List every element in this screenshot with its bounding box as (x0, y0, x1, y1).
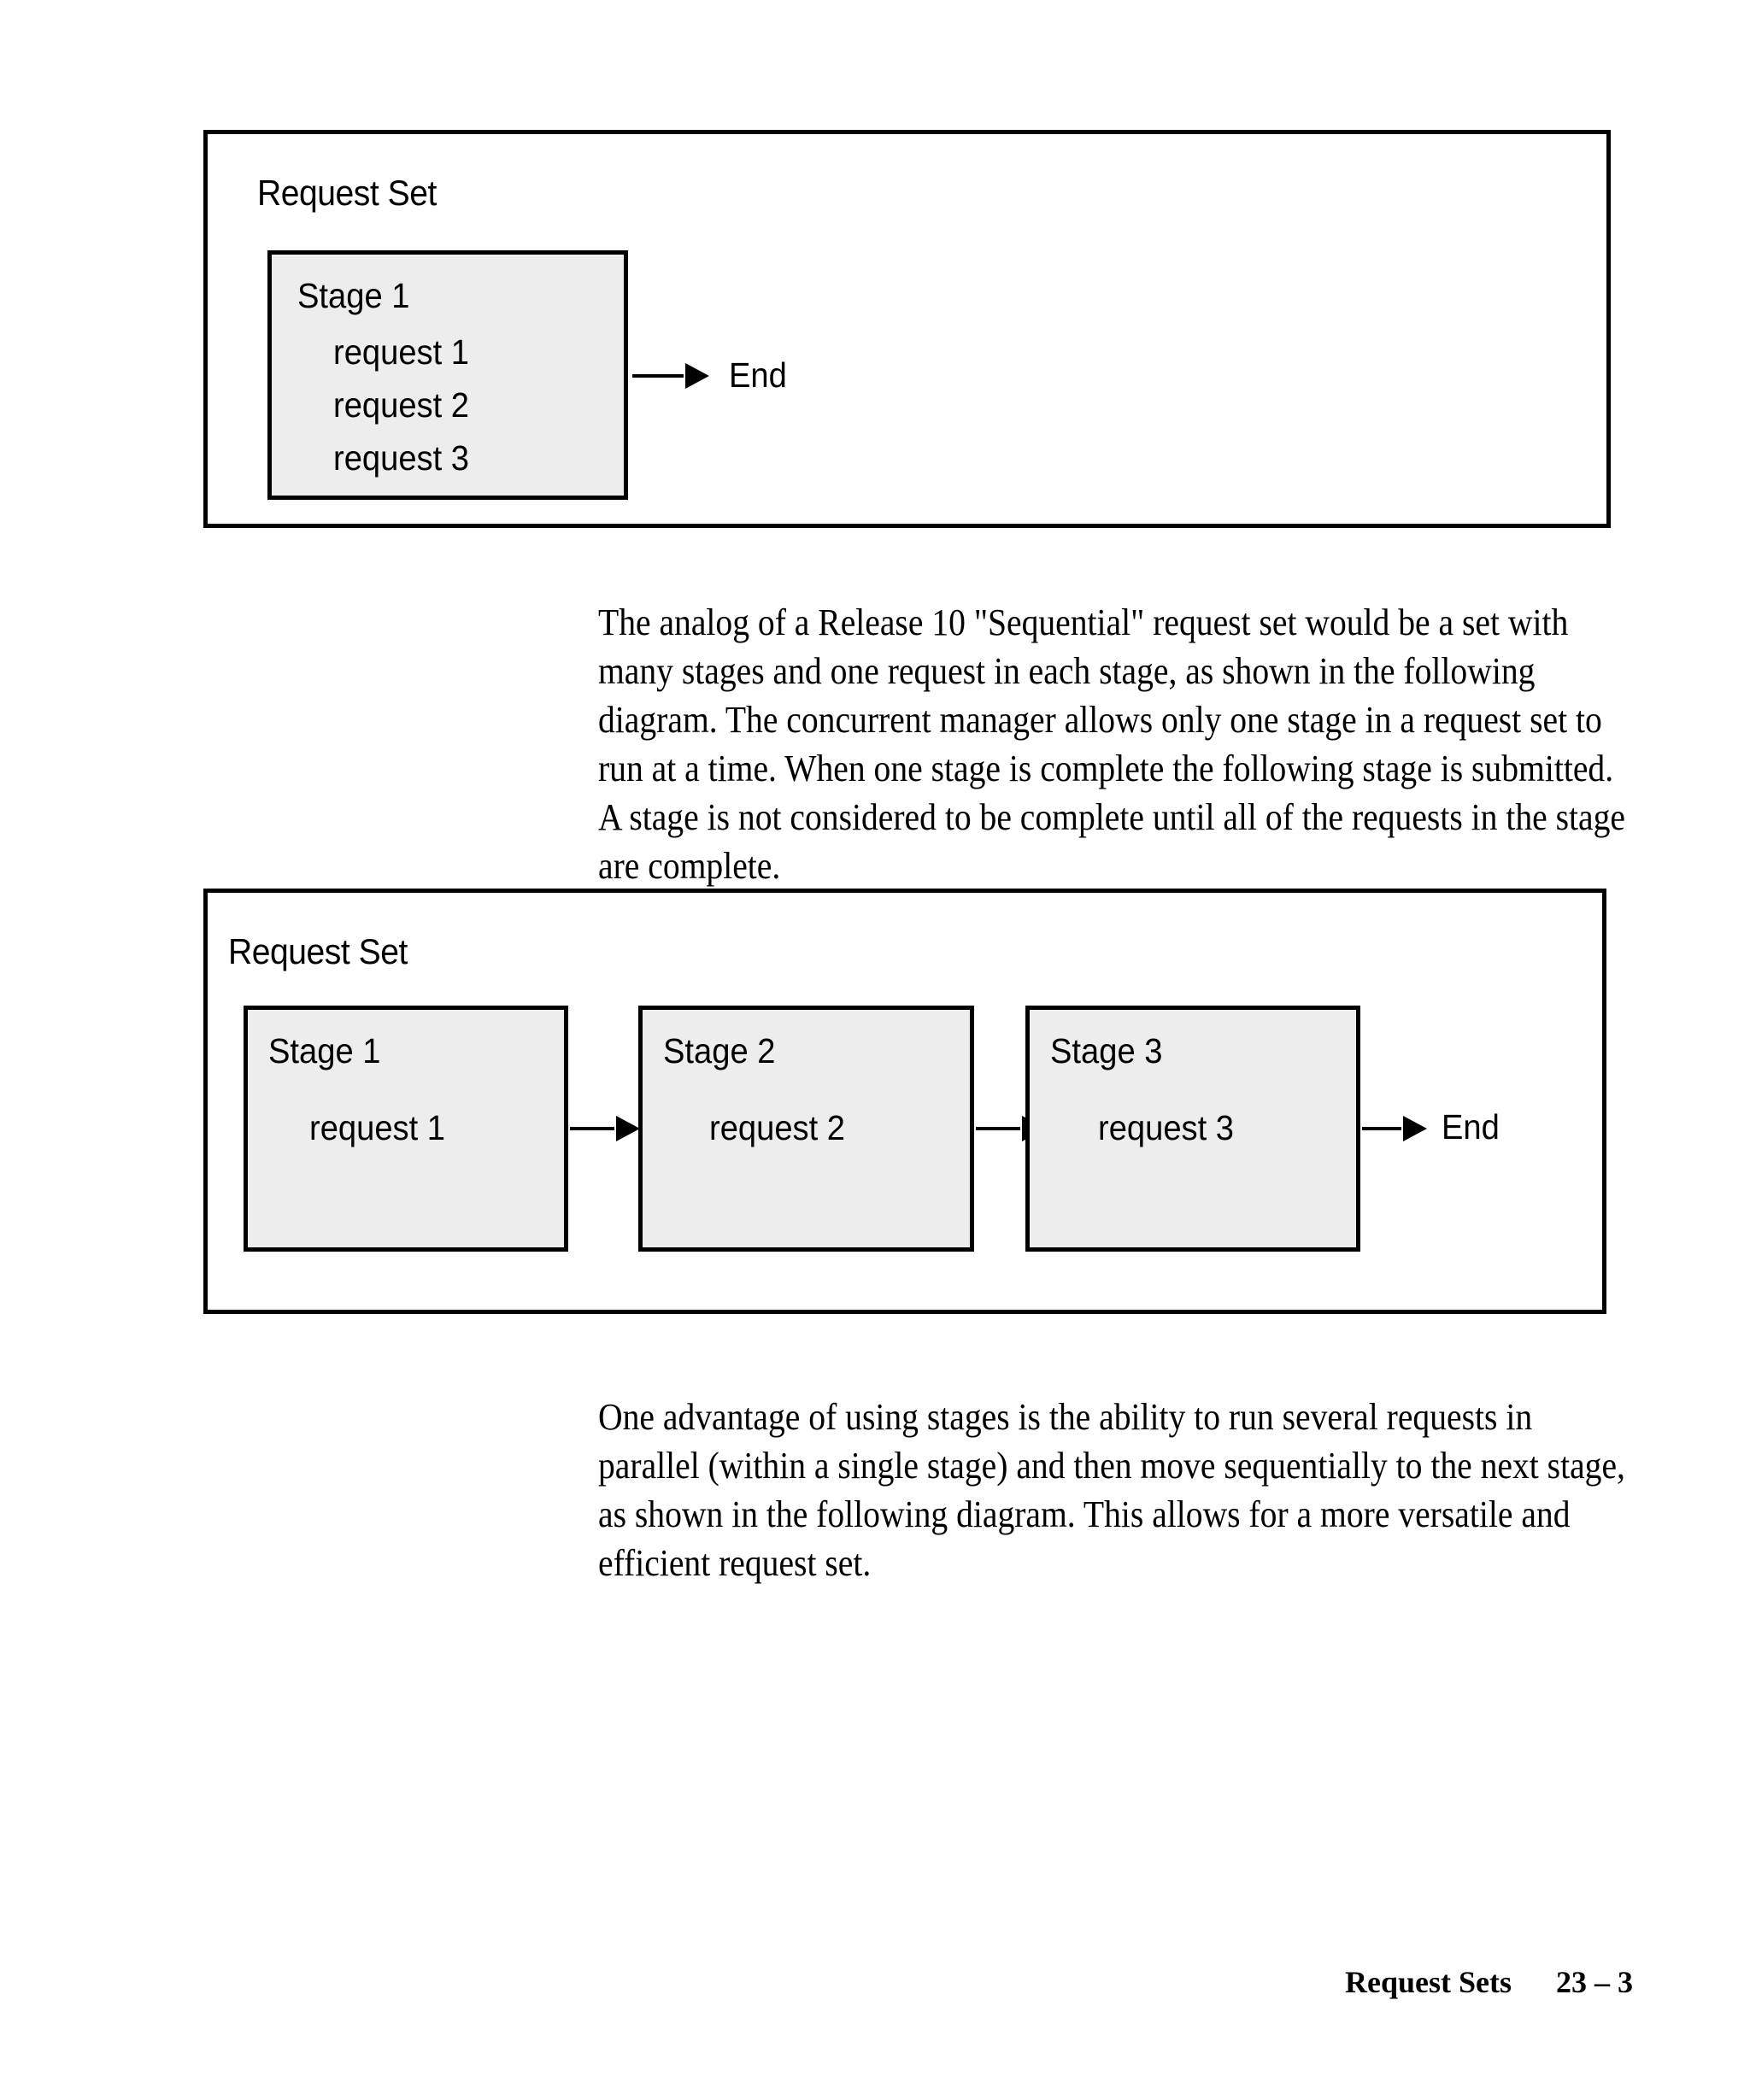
request-set-diagram-one-frame: Request Set Stage 1 request 1 request 2 … (203, 130, 1611, 528)
diagram-one-stage-1-request-1: request 1 (333, 332, 469, 372)
diagram-two-end-label: End (1442, 1107, 1500, 1147)
paragraph-two: One advantage of using stages is the abi… (598, 1396, 1625, 1584)
diagram-two-stage-2-request-1: request 2 (709, 1108, 845, 1147)
footer-chapter-title: Request Sets (1345, 1965, 1512, 1999)
diagram-one-stage-1-request-3: request 3 (333, 438, 469, 478)
diagram-two-stage-1-request-1: request 1 (309, 1108, 445, 1147)
diagram-one-frame-label: Request Set (257, 173, 437, 213)
diagram-two-stage-3-box: Stage 3 request 3 (1025, 1006, 1360, 1252)
diagram-two-stage-2-label: Stage 2 (663, 1031, 776, 1071)
diagram-two-stage-1-label: Stage 1 (268, 1031, 381, 1071)
footer-page-number: 23 – 3 (1556, 1965, 1633, 1999)
diagram-two-stage-3-request-1: request 3 (1098, 1108, 1234, 1147)
diagram-one-end-label: End (729, 355, 787, 395)
request-set-diagram-two-frame: Request Set Stage 1 request 1 Stage 2 re… (203, 889, 1606, 1314)
diagram-two-arrow-to-end (1362, 1127, 1401, 1130)
diagram-two-stage-2-box: Stage 2 request 2 (638, 1006, 974, 1252)
diagram-two-frame-label: Request Set (228, 931, 408, 971)
diagram-one-stage-1-label: Stage 1 (297, 276, 410, 315)
diagram-one-stage-1-box: Stage 1 request 1 request 2 request 3 (267, 250, 628, 500)
diagram-one-stage-1-request-2: request 2 (333, 385, 469, 425)
diagram-two-stage-3-label: Stage 3 (1050, 1031, 1163, 1071)
diagram-two-arrow-stage-1-to-stage-2 (570, 1127, 614, 1130)
diagram-one-arrow-to-end (632, 374, 684, 378)
page-footer: Request Sets 23 – 3 (1345, 1967, 1633, 1997)
diagram-two-stage-1-box: Stage 1 request 1 (244, 1006, 568, 1252)
paragraph-one: The analog of a Release 10 "Sequential" … (598, 601, 1626, 887)
diagram-two-arrow-stage-2-to-stage-3 (976, 1127, 1020, 1130)
